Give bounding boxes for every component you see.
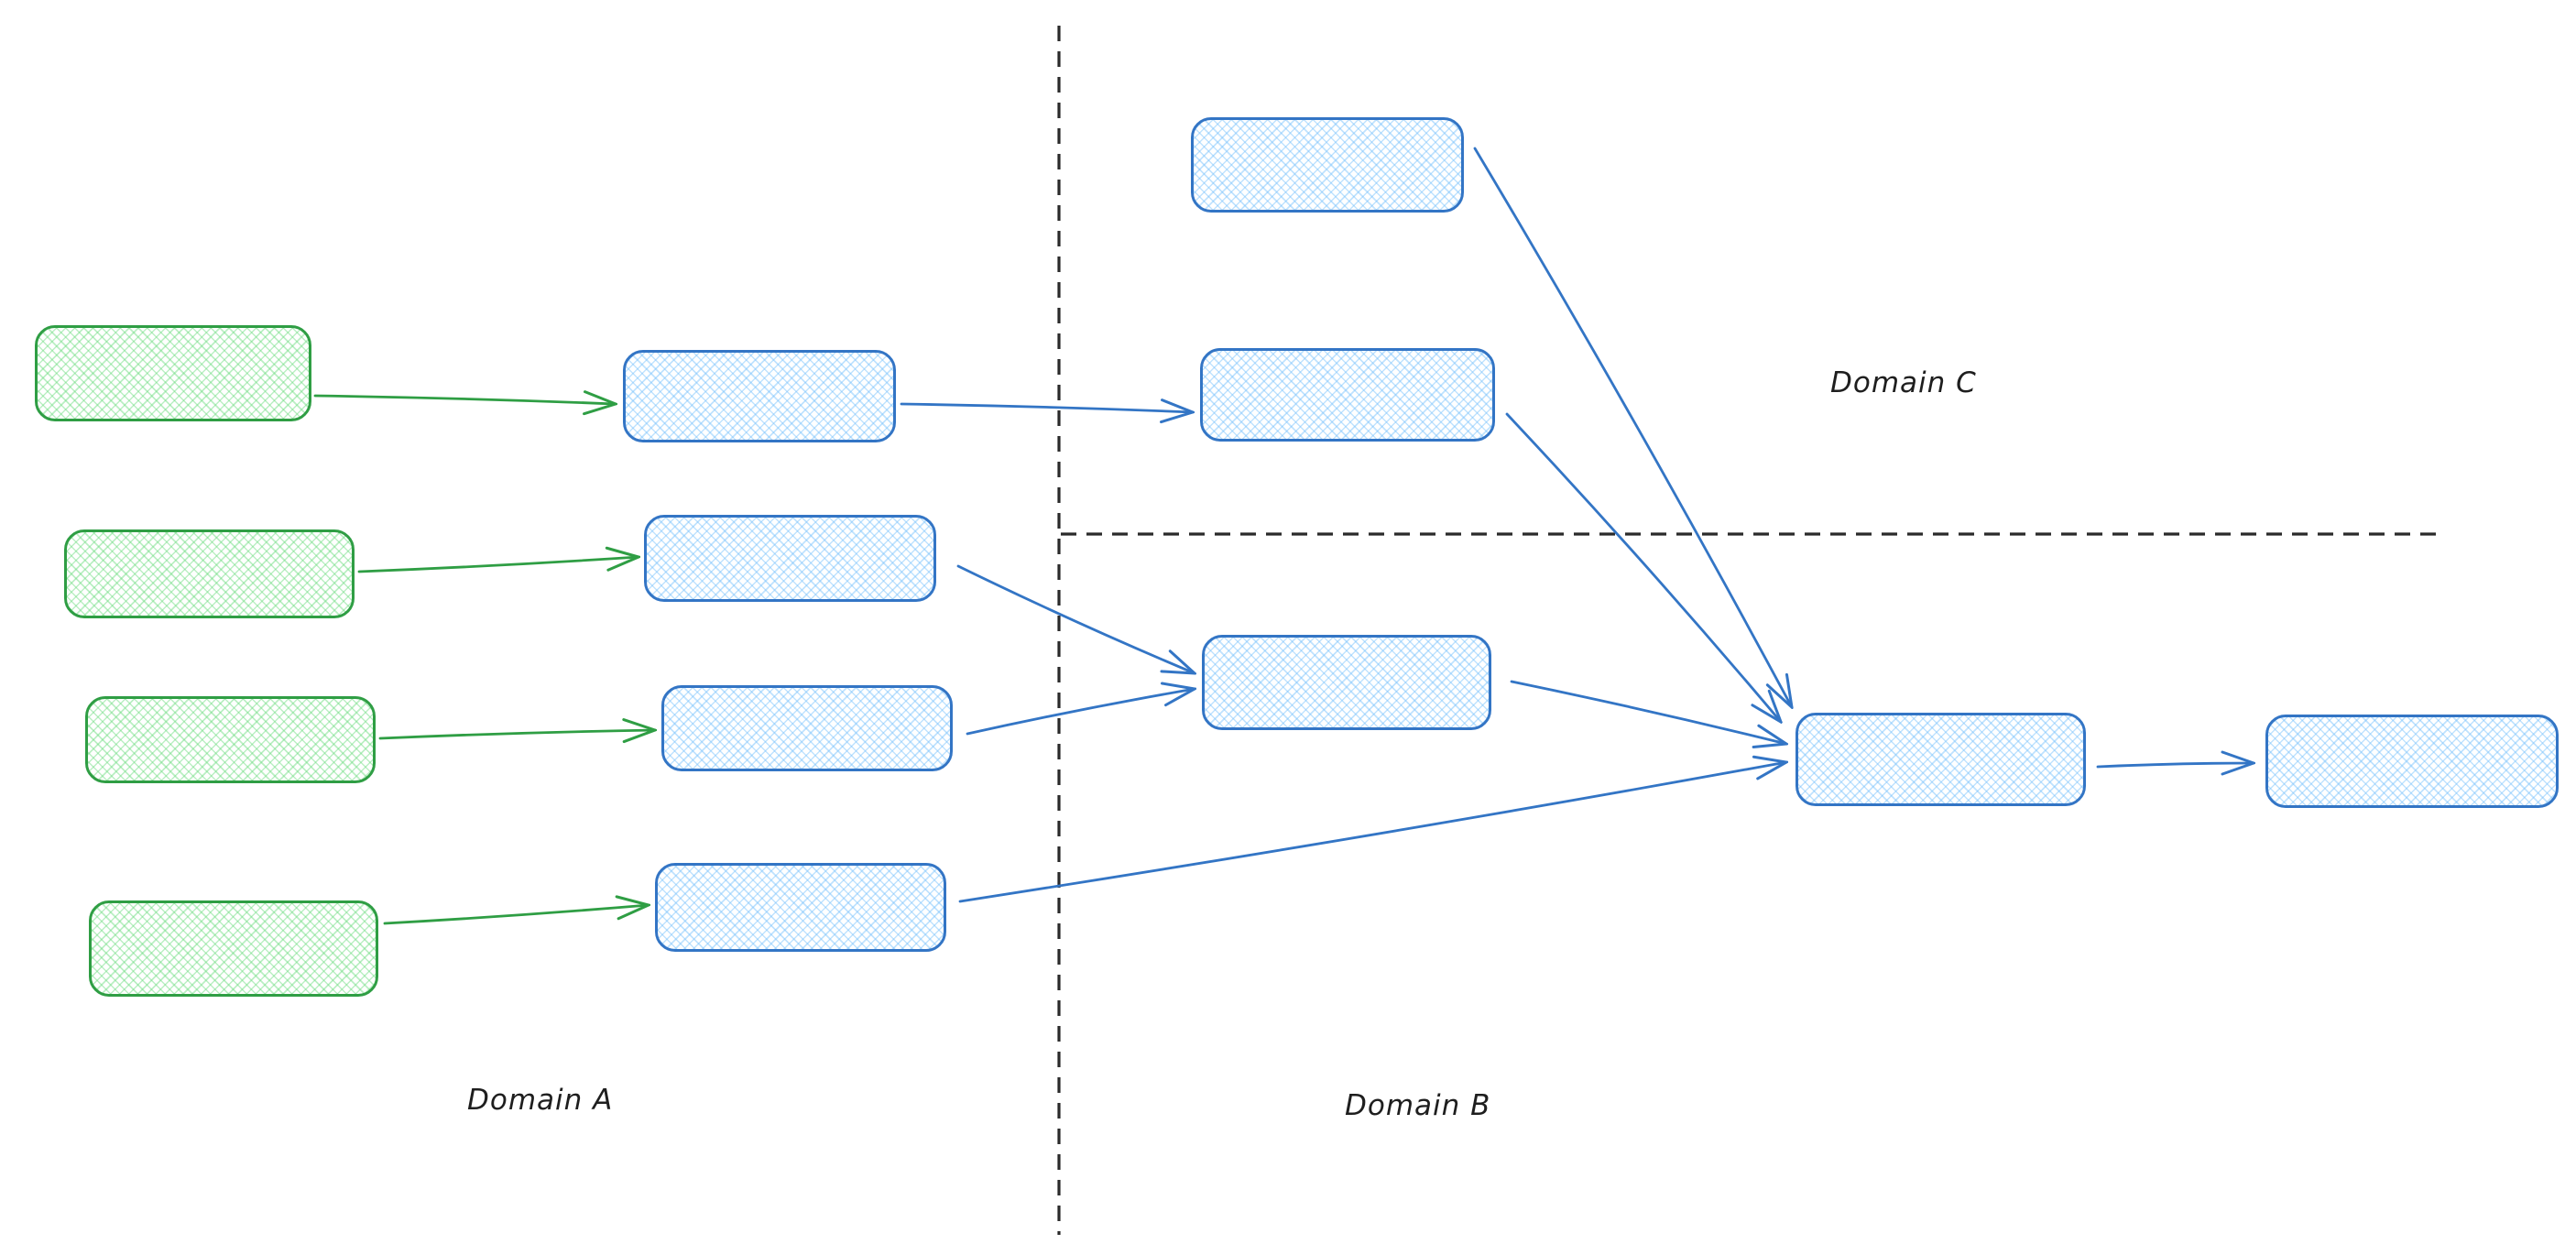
domain-a-green-2-box bbox=[64, 529, 355, 618]
bblue2-to-bblue3-arrow bbox=[2096, 763, 2254, 767]
cblue1-to-bblue2-arrow bbox=[1473, 147, 1792, 707]
ablue4-to-bblue2-arrow bbox=[958, 762, 1786, 903]
domain-dividers-group bbox=[1057, 26, 2446, 1235]
domain-b-blue-2-box bbox=[1796, 713, 2086, 806]
green4-to-ablue4-arrow bbox=[383, 905, 649, 925]
domain-a-blue-2-box bbox=[644, 515, 936, 602]
domain-b-label: Domain B bbox=[1345, 1089, 1491, 1122]
domain-a-green-4-box bbox=[89, 900, 378, 997]
domain-a-green-1-box bbox=[35, 325, 311, 421]
domain-c-blue-1-box bbox=[1191, 117, 1464, 213]
domain-b-blue-3-box bbox=[2265, 715, 2559, 808]
domain-a-blue-1-box bbox=[623, 350, 896, 442]
domain-a-label: Domain A bbox=[467, 1084, 614, 1117]
green3-to-ablue3-arrow bbox=[378, 730, 655, 738]
ablue3-to-bblue1-arrow bbox=[966, 689, 1195, 736]
green1-to-ablue1-arrow bbox=[313, 396, 616, 404]
domain-c-label: Domain C bbox=[1830, 366, 1977, 399]
ablue1-to-cblue2-arrow bbox=[900, 404, 1193, 412]
domain-b-blue-1-box bbox=[1202, 635, 1491, 730]
cblue2-to-bblue2-arrow bbox=[1505, 412, 1781, 722]
domain-a-blue-4-box bbox=[655, 863, 946, 952]
arrows-group bbox=[313, 147, 2254, 925]
domain-a-blue-3-box bbox=[661, 685, 953, 771]
ablue2-to-bblue1-arrow bbox=[956, 564, 1195, 673]
green2-to-ablue2-arrow bbox=[357, 557, 639, 573]
bblue1-to-bblue2-arrow bbox=[1510, 680, 1786, 744]
domain-c-blue-2-box bbox=[1200, 348, 1495, 442]
domain-a-green-3-box bbox=[85, 696, 376, 783]
